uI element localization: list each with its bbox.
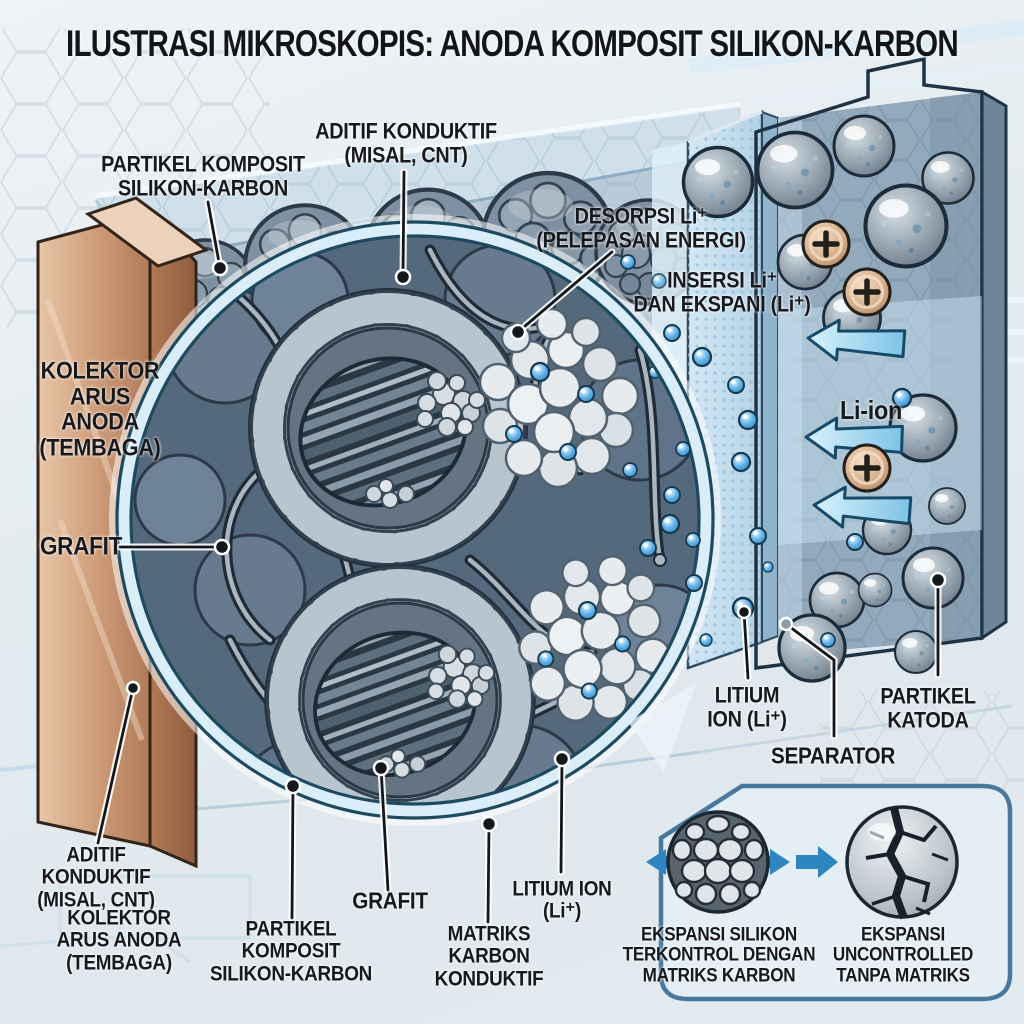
label-separator: SEPARATOR [770,742,896,769]
leader-matriks [486,822,491,924]
label-kolektor-arus-anoda-bottom: KOLEKTOR ARUS ANODA (TEMBAGA) [56,906,182,975]
leader-lines [94,168,947,926]
expand-right-arrow-icon [758,849,790,875]
leader-aditif-bottom [96,686,135,845]
label-kolektor-arus-anoda-left: KOLEKTOR ARUS ANODA (TEMBAGA) [39,357,161,462]
leader-desorpsi [516,250,614,334]
leader-litium-bottom [559,757,564,874]
transition-arrow-icon [796,846,838,878]
leader-aditif-top [401,170,406,279]
cathode-collector-edge [980,89,1008,641]
label-ekspansi-terkontrol: EKSPANSI SILIKON TERKONTROL DENGAN MATRI… [622,924,816,987]
expansion-inset-box [646,783,1013,1002]
label-ekspansi-uncontrolled: EKSPANSI UNCONTROLLED TANPA MATRIKS [832,924,974,987]
cathode-region [681,56,1008,683]
leader-partikel-top [206,200,222,270]
magnifier-rim [117,222,713,818]
light-beam [628,684,696,772]
leader-litium-right [742,610,750,680]
label-insersi: INSERSI Li⁺ DAN EKSPANI (Li⁺) [633,267,811,316]
li-ion-flow-band [778,296,982,545]
leader-partikel-bottom [290,784,295,920]
leader-grafit-bottom [379,766,390,892]
label-partikel-komposit-top: PARTIKEL KOMPOSIT SILIKON-KARBON [101,151,305,200]
leader-separator [784,622,836,738]
label-partikel-komposit-bottom: PARTIKEL KOMPOSIT SILIKON-KARBON [209,917,373,986]
label-aditif-konduktif-top: ADITIF KONDUKTIF (MISAL, CNT) [315,118,497,167]
expand-left-arrow-icon [646,849,678,875]
label-grafit-bottom: GRAFIT [352,887,428,914]
label-desorpsi: DESORPSI Li⁺ (PELEPASAN ENERGI) [536,203,746,252]
page-title: ILUSTRASI MIKROSKOPIS: ANODA KOMPOSIT SI… [66,23,959,65]
controlled-expansion-sphere [646,810,790,914]
label-partikel-katoda: PARTIKEL KATODA [880,683,976,732]
label-aditif-konduktif-bottom: ADITIF KONDUKTIF (MISAL, CNT) [37,843,155,912]
label-litium-ion-bottom: LITIUM ION (Li⁺) [512,877,612,923]
label-grafit-left: GRAFIT [39,532,123,561]
cracked-sphere [845,805,959,920]
label-litium-ion-right: LITIUM ION (Li⁺) [707,682,787,731]
magnified-anode-view [109,214,721,826]
label-matriks-karbon: MATRIKS KARBON KONDUKTIF [434,922,544,991]
label-li-ion: Li-ion [839,395,903,426]
